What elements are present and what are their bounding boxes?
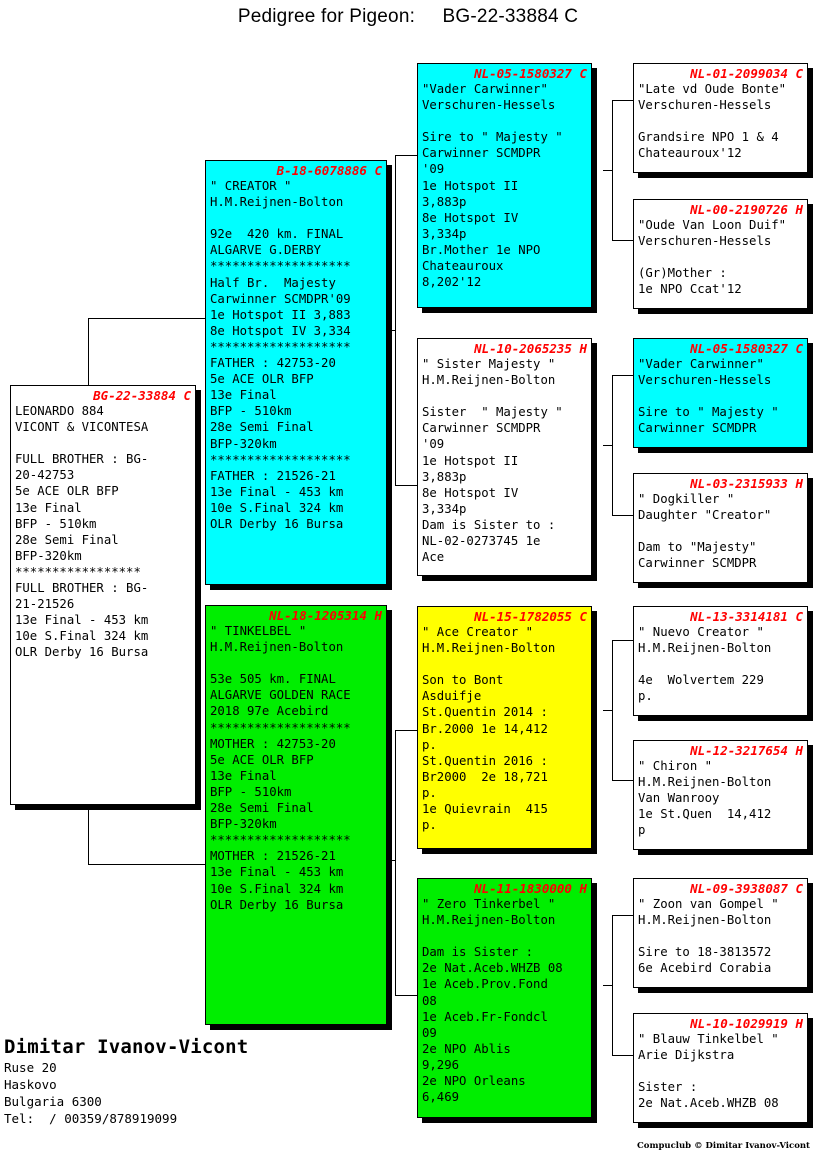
connector-line — [612, 640, 634, 641]
connector-line — [612, 240, 634, 241]
pedigree-box-g8[interactable]: NL-10-1029919 H " Blauw Tinkelbel " Arie… — [633, 1013, 808, 1123]
pedigree-box-g5[interactable]: NL-13-3314181 C " Nuevo Creator " H.M.Re… — [633, 606, 808, 716]
pedigree-box-dam-sire[interactable]: NL-15-1782055 C " Ace Creator " H.M.Reij… — [417, 606, 592, 849]
credit-line: Compuclub © Dimitar Ivanov-Vicont — [637, 1141, 810, 1151]
pedigree-box-id: NL-10-2065235 H — [474, 341, 587, 356]
pedigree-box-body: " Chiron " H.M.Reijnen-Bolton Van Wanroo… — [638, 759, 772, 838]
pedigree-box-body: "Vader Carwinner" Verschuren-Hessels Sir… — [422, 82, 563, 290]
pedigree-box-id: NL-09-3938087 C — [690, 881, 803, 896]
pedigree-box-g4[interactable]: NL-03-2315933 H " Dogkiller " Daughter "… — [633, 473, 808, 583]
pedigree-box-body: " Zero Tinkerbel " H.M.Reijnen-Bolton Da… — [422, 897, 563, 1105]
connector-line — [612, 375, 634, 376]
pedigree-box-dam-dam[interactable]: NL-11-1830000 H " Zero Tinkerbel " H.M.R… — [417, 878, 592, 1118]
pedigree-box-g7[interactable]: NL-09-3938087 C " Zoon van Gompel " H.M.… — [633, 878, 808, 988]
connector-line — [603, 985, 613, 986]
pedigree-box-g2[interactable]: NL-00-2190726 H "Oude Van Loon Duif" Ver… — [633, 199, 808, 309]
connector-line — [603, 445, 613, 446]
pedigree-box-body: " Dogkiller " Daughter "Creator" Dam to … — [638, 492, 772, 571]
connector-line — [88, 864, 205, 865]
connector-line — [603, 170, 613, 171]
pedigree-box-sire-sire[interactable]: NL-05-1580327 C "Vader Carwinner" Versch… — [417, 63, 592, 308]
pedigree-box-subject[interactable]: BG-22-33884 C LEONARDO 884 VICONT & VICO… — [10, 385, 196, 805]
connector-line — [387, 330, 396, 331]
owner-phone: Tel: / 00359/878919099 — [4, 1111, 178, 1126]
pedigree-box-g3[interactable]: NL-05-1580327 C "Vader Carwinner" Versch… — [633, 338, 808, 448]
connector-line — [387, 860, 396, 861]
connector-line — [395, 730, 417, 731]
pedigree-box-g6[interactable]: NL-12-3217654 H " Chiron " H.M.Reijnen-B… — [633, 740, 808, 850]
owner-address-line-3: Bulgaria 6300 — [4, 1094, 102, 1109]
connector-line — [395, 730, 396, 995]
pedigree-box-body: " Nuevo Creator " H.M.Reijnen-Bolton 4e … — [638, 625, 772, 704]
owner-address-line-1: Ruse 20 — [4, 1060, 57, 1075]
pedigree-box-body: " TINKELBEL " H.M.Reijnen-Bolton 53e 505… — [210, 624, 351, 912]
connector-line — [395, 995, 417, 996]
connector-line — [612, 100, 634, 101]
pedigree-box-body: "Oude Van Loon Duif" Verschuren-Hessels … — [638, 218, 787, 297]
pedigree-box-id: NL-12-3217654 H — [690, 743, 803, 758]
pedigree-box-id: NL-05-1580327 C — [474, 66, 587, 81]
connector-line — [395, 485, 417, 486]
pedigree-box-id: NL-13-3314181 C — [690, 609, 803, 624]
connector-line — [612, 515, 634, 516]
connector-line — [395, 155, 417, 156]
pedigree-box-body: "Late vd Oude Bonte" Verschuren-Hessels … — [638, 82, 787, 161]
owner-name: Dimitar Ivanov-Vicont — [4, 1036, 249, 1058]
connector-line — [612, 780, 634, 781]
pedigree-box-sire-dam[interactable]: NL-10-2065235 H " Sister Majesty " H.M.R… — [417, 338, 592, 576]
pedigree-box-body: "Vader Carwinner" Verschuren-Hessels Sir… — [638, 357, 779, 436]
pedigree-box-body: " Sister Majesty " H.M.Reijnen-Bolton Si… — [422, 357, 563, 565]
connector-line — [612, 1055, 634, 1056]
connector-line — [395, 155, 396, 485]
pedigree-box-body: " Ace Creator " H.M.Reijnen-Bolton Son t… — [422, 625, 556, 833]
connector-line — [88, 318, 205, 319]
pedigree-box-id: NL-11-1830000 H — [474, 881, 587, 896]
pedigree-box-id: NL-00-2190726 H — [690, 202, 803, 217]
connector-line — [603, 710, 613, 711]
pedigree-box-id: B-18-6078886 C — [276, 163, 382, 178]
pedigree-box-id: NL-10-1029919 H — [690, 1016, 803, 1031]
page-title: Pedigree for Pigeon: BG-22-33884 C — [237, 6, 579, 27]
pedigree-box-body: LEONARDO 884 VICONT & VICONTESA FULL BRO… — [15, 404, 149, 660]
pedigree-box-id: NL-05-1580327 C — [690, 341, 803, 356]
pedigree-box-id: BG-22-33884 C — [93, 388, 191, 403]
connector-line — [612, 915, 634, 916]
pedigree-box-body: " Blauw Tinkelbel " Arie Dijkstra Sister… — [638, 1032, 779, 1111]
owner-address-line-2: Haskovo — [4, 1077, 57, 1092]
pedigree-box-body: " Zoon van Gompel " H.M.Reijnen-Bolton S… — [638, 897, 779, 976]
pedigree-box-id: NL-18-1205314 H — [269, 608, 382, 623]
pedigree-box-dam[interactable]: NL-18-1205314 H " TINKELBEL " H.M.Reijne… — [205, 605, 387, 1025]
pedigree-box-body: " CREATOR " H.M.Reijnen-Bolton 92e 420 k… — [210, 179, 351, 531]
pedigree-box-sire[interactable]: B-18-6078886 C " CREATOR " H.M.Reijnen-B… — [205, 160, 387, 585]
pedigree-box-id: NL-15-1782055 C — [474, 609, 587, 624]
pedigree-box-id: NL-03-2315933 H — [690, 476, 803, 491]
pedigree-box-g1[interactable]: NL-01-2099034 C "Late vd Oude Bonte" Ver… — [633, 63, 808, 173]
pedigree-box-id: NL-01-2099034 C — [690, 66, 803, 81]
